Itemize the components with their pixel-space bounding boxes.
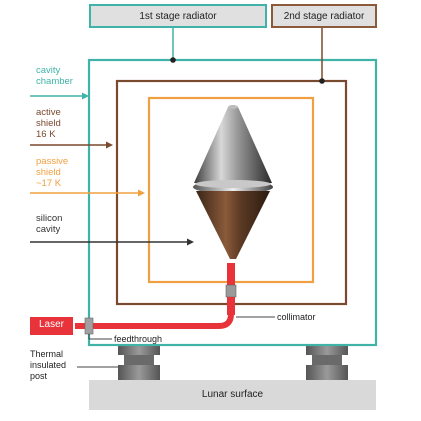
- second-stage-radiator: 2nd stage radiator: [271, 4, 377, 28]
- lunar-surface: [89, 380, 376, 410]
- active-shield-label: active shield 16 K: [36, 107, 61, 140]
- red-beam-vertical: [227, 263, 235, 285]
- second-stage-radiator-label: 2nd stage radiator: [283, 10, 365, 22]
- thermal-post-label: Thermal insulated post: [30, 349, 67, 381]
- first-stage-radiator-label: 1st stage radiator: [139, 10, 217, 22]
- collimator: [225, 284, 237, 298]
- second-radiator-node: [319, 78, 325, 84]
- feedthrough-label: feedthrough: [114, 334, 163, 344]
- laser-label: Laser: [38, 319, 64, 330]
- fiber-lower: [227, 297, 235, 315]
- cavity-chamber-label: cavity chamber: [36, 65, 73, 87]
- thermal-post-right: [306, 345, 348, 380]
- thermal-post-left: [118, 345, 160, 380]
- lunar-surface-label: Lunar surface: [201, 389, 264, 400]
- silicon-cavity-label: silicon cavity: [36, 213, 63, 235]
- first-radiator-node: [170, 57, 176, 63]
- silicon-cavity: [193, 105, 273, 259]
- collimator-label: collimator: [277, 312, 316, 322]
- passive-shield-label: passive shield ~17 K: [36, 156, 69, 189]
- cavity-chamber: [87, 58, 378, 347]
- laser-box: [30, 317, 73, 335]
- fiber-bend: [75, 313, 234, 329]
- feedthrough: [84, 317, 94, 335]
- first-stage-radiator: 1st stage radiator: [89, 4, 267, 28]
